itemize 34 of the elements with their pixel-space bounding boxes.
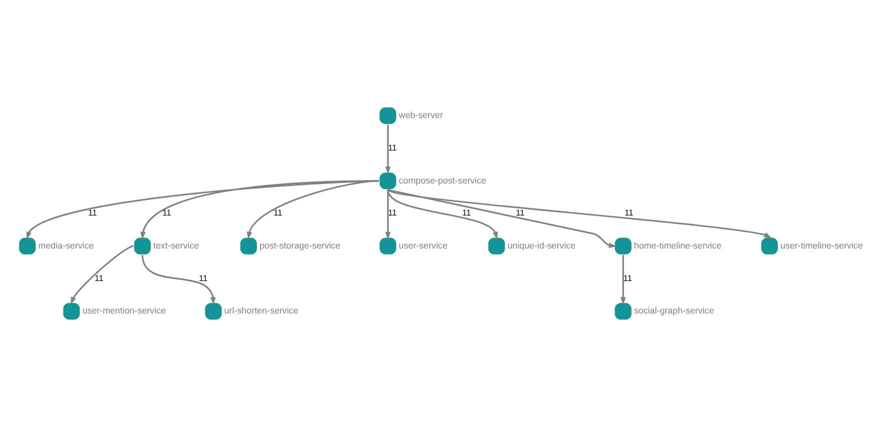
arrow bbox=[70, 245, 134, 305]
arrow bbox=[387, 190, 498, 240]
node-label: home-timeline-service bbox=[634, 240, 722, 250]
arrow bbox=[26, 180, 379, 240]
arrow bbox=[388, 189, 772, 238]
node-label: user-mention-service bbox=[82, 306, 166, 316]
edge-label: 11 bbox=[388, 142, 397, 152]
arrow bbox=[385, 124, 391, 174]
node-label: post-storage-service bbox=[259, 240, 340, 250]
node-label: user-service bbox=[398, 240, 448, 250]
node-label: url-shorten-service bbox=[224, 306, 298, 316]
edge-label: 11 bbox=[516, 208, 525, 218]
node-label: text-service bbox=[153, 240, 200, 250]
edge-label: 11 bbox=[88, 208, 97, 218]
arrow bbox=[140, 180, 379, 240]
arrow bbox=[620, 255, 626, 305]
edge-label: 11 bbox=[624, 208, 634, 218]
edge-label: 11 bbox=[274, 208, 282, 218]
edge-label: 11 bbox=[388, 208, 397, 218]
edge-label: 11 bbox=[162, 208, 172, 218]
node-label: social-graph-service bbox=[634, 306, 714, 316]
edge-label: 11 bbox=[198, 272, 208, 283]
node-label: media-service bbox=[38, 240, 94, 250]
arrow bbox=[246, 180, 380, 240]
edge-label: 11 bbox=[94, 272, 104, 283]
arrow bbox=[388, 189, 617, 248]
arrow bbox=[142, 254, 216, 305]
node-label: user-timeline-service bbox=[780, 240, 863, 250]
arrow bbox=[385, 190, 391, 240]
node-label: unique-id-service bbox=[507, 240, 576, 250]
edge-label: 11 bbox=[623, 272, 632, 283]
node-label: web-server bbox=[398, 110, 443, 120]
edge-label: 11 bbox=[462, 208, 471, 218]
node-label: compose-post-service bbox=[398, 175, 486, 186]
